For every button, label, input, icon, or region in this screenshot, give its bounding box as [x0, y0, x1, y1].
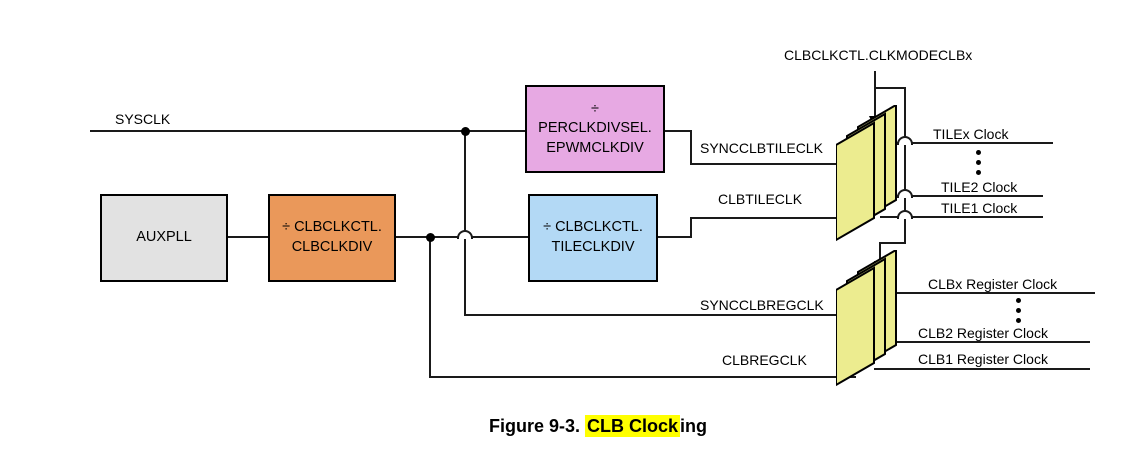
epwmclkdiv-out-step — [690, 130, 692, 165]
auxpll-label: AUXPLL — [136, 229, 192, 246]
clb2-register-clock-label: CLB2 Register Clock — [918, 325, 1048, 341]
clbx-register-clock-label: CLBx Register Clock — [928, 276, 1058, 292]
clb1-register-clock-line — [874, 368, 1090, 370]
clb1-register-clock-label: CLB1 Register Clock — [918, 351, 1048, 367]
epwmclkdiv-label-line1: ÷ — [591, 100, 599, 117]
clkmode-select-label: CLBCLKCTL.CLKMODECLBx — [784, 47, 973, 63]
clbtileclk-line — [690, 217, 856, 219]
mux-card-front — [836, 266, 875, 387]
clbclkdiv-label-line2: CLBCLKDIV — [291, 239, 373, 255]
ellipsis-dots-register — [1016, 298, 1021, 323]
caption-suffix: ing — [680, 416, 708, 436]
clkmode-select-vertical — [904, 87, 906, 244]
mux-card-front — [836, 121, 875, 242]
epwmclkdiv-out-line — [665, 130, 692, 132]
wire-hop — [457, 230, 473, 239]
wire-hop — [897, 136, 913, 145]
tileclkdiv-out-line — [657, 236, 692, 238]
sysclk-junction-dot — [461, 127, 470, 136]
epwmclkdiv-block: ÷ PERCLKDIVSEL. EPWMCLKDIV — [525, 85, 665, 173]
clbclkdiv-label-line1: ÷ CLBCLKCTL. — [282, 219, 382, 236]
tileclkdiv-block: ÷ CLBCLKCTL. TILECLKDIV — [528, 194, 658, 282]
clkmode-select-branch — [875, 87, 906, 89]
epwmclkdiv-label-line3: EPWMCLKDIV — [546, 139, 644, 156]
tile2-clock-line — [880, 195, 1043, 197]
register-clock-mux-stack — [836, 250, 897, 387]
tilex-clock-label: TILEx Clock — [933, 126, 1009, 142]
tileclkdiv-label-line1: ÷ CLBCLKCTL. — [543, 219, 643, 236]
clbtileclk-label: CLBTILECLK — [718, 191, 803, 207]
wire-hop — [897, 189, 913, 198]
clbx-register-clock-line — [880, 292, 1095, 294]
clbclkdiv-block: ÷ CLBCLKCTL. CLBCLKDIV — [268, 194, 396, 282]
auxpll-block: AUXPLL — [100, 194, 228, 282]
sysclk-label: SYSCLK — [115, 111, 171, 127]
auxpll-to-divider-line — [228, 236, 268, 238]
tile2-clock-label: TILE2 Clock — [941, 179, 1018, 195]
clbregclk-line — [430, 376, 856, 378]
clbclk-junction-dot — [426, 233, 435, 242]
tile1-clock-label: TILE1 Clock — [941, 200, 1018, 216]
epwmclkdiv-label-line2: PERCLKDIVSEL. — [538, 120, 652, 137]
tilex-clock-line — [880, 142, 1053, 144]
clb2-register-clock-line — [880, 341, 1090, 343]
tileclkdiv-out-step — [690, 217, 692, 238]
sysclk-line — [90, 130, 525, 132]
clkmode-select-drop2 — [879, 242, 881, 262]
ellipsis-dots-tile — [976, 150, 981, 175]
caption-highlighted-text: CLB Clock — [585, 415, 681, 437]
caption-prefix: Figure 9-3. — [488, 416, 586, 436]
syncclbtileclk-line — [690, 163, 856, 165]
wire-hop — [897, 210, 913, 219]
syncclbregclk-line — [465, 314, 856, 316]
clkmode-select-drop — [874, 71, 876, 117]
sysclk-branch-vertical — [464, 130, 466, 316]
syncclbtileclk-label: SYNCCLBTILECLK — [700, 140, 823, 156]
tile-clock-mux-stack — [836, 105, 897, 242]
clbclk-branch-vertical — [429, 236, 431, 378]
clbregclk-label: CLBREGCLK — [722, 352, 807, 368]
tile1-clock-line — [880, 216, 1043, 218]
clkmode-select-jog — [880, 242, 906, 244]
tileclkdiv-label-line2: TILECLKDIV — [551, 239, 635, 255]
syncclbregclk-label: SYNCCLBREGCLK — [700, 297, 824, 313]
